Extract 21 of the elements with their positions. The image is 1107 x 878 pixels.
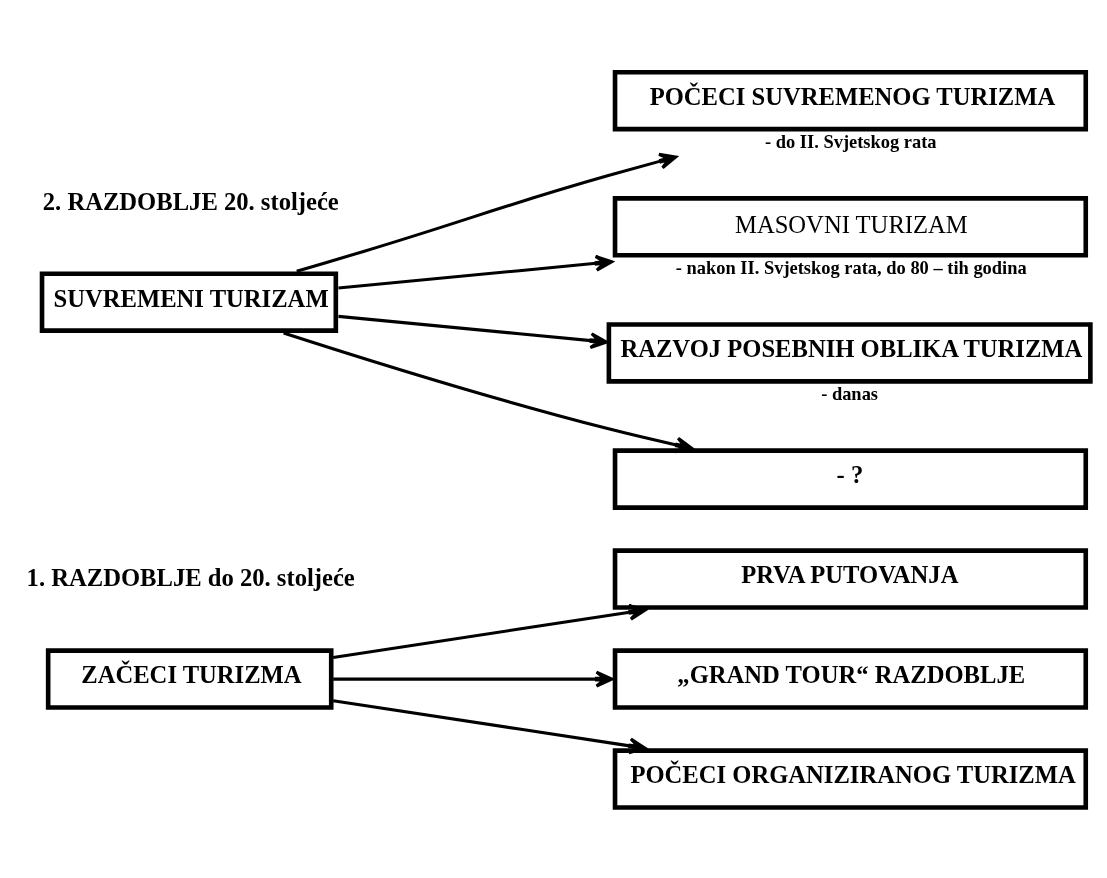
node-box: SUVREMENI TURIZAM — [39, 270, 339, 333]
node-box: POČECI ORGANIZIRANOG TURIZMA — [612, 747, 1089, 810]
arrow — [332, 603, 647, 659]
arrow — [296, 152, 678, 273]
node-box: PRVA PUTOVANJA — [612, 547, 1089, 610]
node-box: ZAČECI TURIZMA — [45, 647, 334, 710]
arrow — [333, 670, 614, 688]
node-label: - nakon II. Svjetskog rata, do 80 – tih godina — [675, 257, 1027, 278]
node-label: - danas — [821, 383, 879, 404]
label: 2. RAZDOBLJE 20. stoljeće — [42, 187, 339, 215]
node-box: „GRAND TOUR“ RAZDOBLJE — [612, 647, 1089, 710]
node-label: - do II. Svjetskog rata — [765, 131, 937, 152]
arrow — [283, 331, 694, 453]
node-box: RAZVOJ POSEBNIH OBLIKA TURIZMA — [606, 321, 1093, 384]
node-box: POČECI SUVREMENOG TURIZMA — [612, 69, 1089, 131]
arrow — [332, 698, 647, 754]
arrow — [338, 314, 608, 349]
label: 1. RAZDOBLJE do 20. stoljeće — [26, 563, 355, 591]
node-box: - ? — [612, 447, 1089, 510]
arrow — [338, 254, 614, 290]
node-box: MASOVNI TURIZAM — [612, 195, 1089, 258]
